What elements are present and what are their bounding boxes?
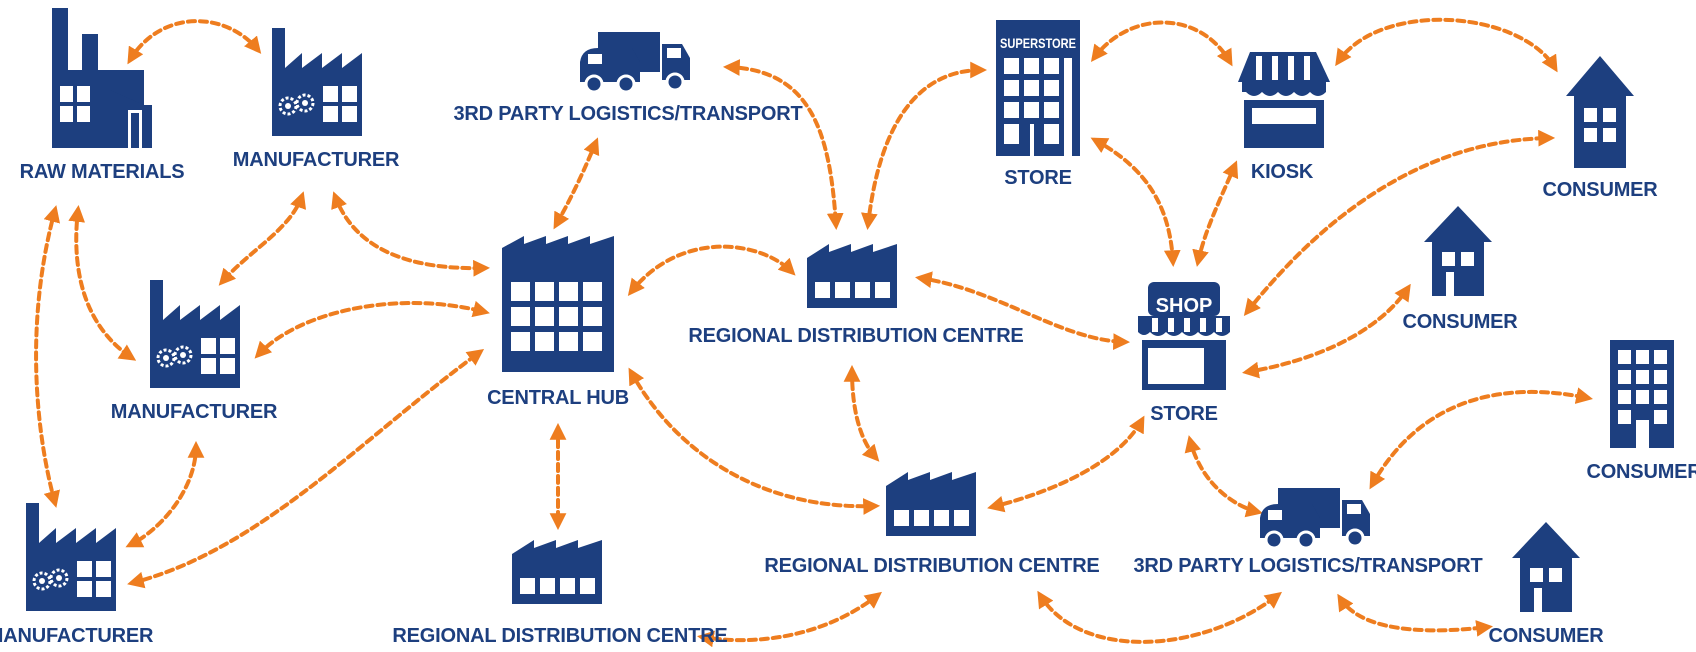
connector-raw-materials-manufacturer-mid — [68, 204, 137, 361]
kiosk-icon — [1238, 52, 1330, 148]
apartment-icon — [1610, 340, 1674, 448]
truck-van-icon — [580, 32, 690, 94]
connector-rdc-top-rdc-bottom-mid — [843, 364, 880, 462]
label-raw-materials: RAW MATERIALS — [19, 161, 185, 183]
connector-kiosk-shop — [1192, 160, 1239, 267]
connector-superstore-shop — [1090, 137, 1181, 268]
connector-shop-consumer-mid — [1242, 283, 1411, 379]
connector-logistics-bottom-consumer-right — [1369, 387, 1593, 490]
connector-logistics-top-central-hub — [553, 137, 600, 230]
label-kiosk: KIOSK — [1250, 161, 1314, 183]
connector-shop-logistics-bottom — [1184, 435, 1263, 518]
label-shop: STORE — [1150, 403, 1218, 425]
warehouse-icon — [807, 244, 897, 308]
connector-manufacturer-top-central-hub — [331, 191, 491, 277]
connector-kiosk-consumer-top — [1335, 17, 1558, 73]
connector-central-hub-rdc-bottom-mid — [628, 367, 881, 515]
connector-rdc-bottom-mid-rdc-bottom-left — [697, 591, 882, 648]
house-icon — [1424, 206, 1492, 296]
factory-gears-icon — [272, 28, 362, 136]
label-manufacturer-bottom: MANUFACTURER — [0, 625, 154, 647]
house-icon — [1566, 56, 1634, 168]
label-consumer-top: CONSUMER — [1542, 179, 1658, 201]
label-rdc-bottom-left: REGIONAL DISTRIBUTION CENTRE — [392, 625, 728, 647]
connector-raw-materials-manufacturer-top — [127, 19, 262, 65]
shop-icon — [1138, 282, 1230, 390]
house-icon — [1512, 522, 1580, 612]
label-consumer-bottom: CONSUMER — [1488, 625, 1604, 647]
connector-logistics-top-rdc-top — [722, 59, 844, 231]
connector-rdc-bottom-mid-logistics-bottom — [1037, 590, 1282, 644]
connector-rdc-top-shop — [915, 271, 1131, 351]
label-logistics-bottom: 3RD PARTY LOGISTICS/TRANSPORT — [1133, 555, 1483, 577]
connector-manufacturer-bottom-central-hub — [127, 349, 485, 589]
superstore-building-icon — [996, 20, 1080, 156]
warehouse-icon — [886, 472, 976, 536]
factory-gears-icon — [26, 503, 116, 611]
truck-van-icon — [1260, 488, 1370, 550]
label-rdc-bottom-mid: REGIONAL DISTRIBUTION CENTRE — [764, 555, 1100, 577]
warehouse-grid-icon — [502, 236, 614, 372]
label-logistics-top: 3RD PARTY LOGISTICS/TRANSPORT — [453, 103, 803, 125]
connector-shop-consumer-top — [1243, 129, 1556, 316]
label-manufacturer-top: MANUFACTURER — [232, 149, 400, 171]
label-manufacturer-mid: MANUFACTURER — [110, 401, 278, 423]
label-superstore: STORE — [1004, 167, 1072, 189]
connector-central-hub-rdc-top — [627, 244, 796, 296]
connector-raw-materials-manufacturer-bottom — [34, 205, 61, 508]
connector-logistics-bottom-consumer-bottom — [1337, 593, 1494, 637]
factory-icon — [52, 8, 152, 148]
label-central-hub: CENTRAL HUB — [487, 387, 629, 409]
connector-manufacturer-mid-central-hub — [254, 300, 490, 359]
connector-superstore-kiosk — [1090, 20, 1233, 67]
superstore-sign: SUPERSTORE — [1000, 35, 1076, 51]
connector-rdc-top-superstore — [860, 61, 988, 231]
label-consumer-right: CONSUMER — [1586, 461, 1696, 483]
factory-gears-icon — [150, 280, 240, 388]
connector-rdc-bottom-mid-shop — [987, 415, 1145, 513]
label-rdc-top: REGIONAL DISTRIBUTION CENTRE — [688, 325, 1024, 347]
connector-manufacturer-mid-manufacturer-bottom — [125, 440, 205, 548]
warehouse-icon — [512, 540, 602, 604]
label-consumer-mid: CONSUMER — [1402, 311, 1518, 333]
shop-sign: SHOP — [1156, 295, 1213, 317]
connector-manufacturer-top-manufacturer-mid — [218, 191, 306, 286]
